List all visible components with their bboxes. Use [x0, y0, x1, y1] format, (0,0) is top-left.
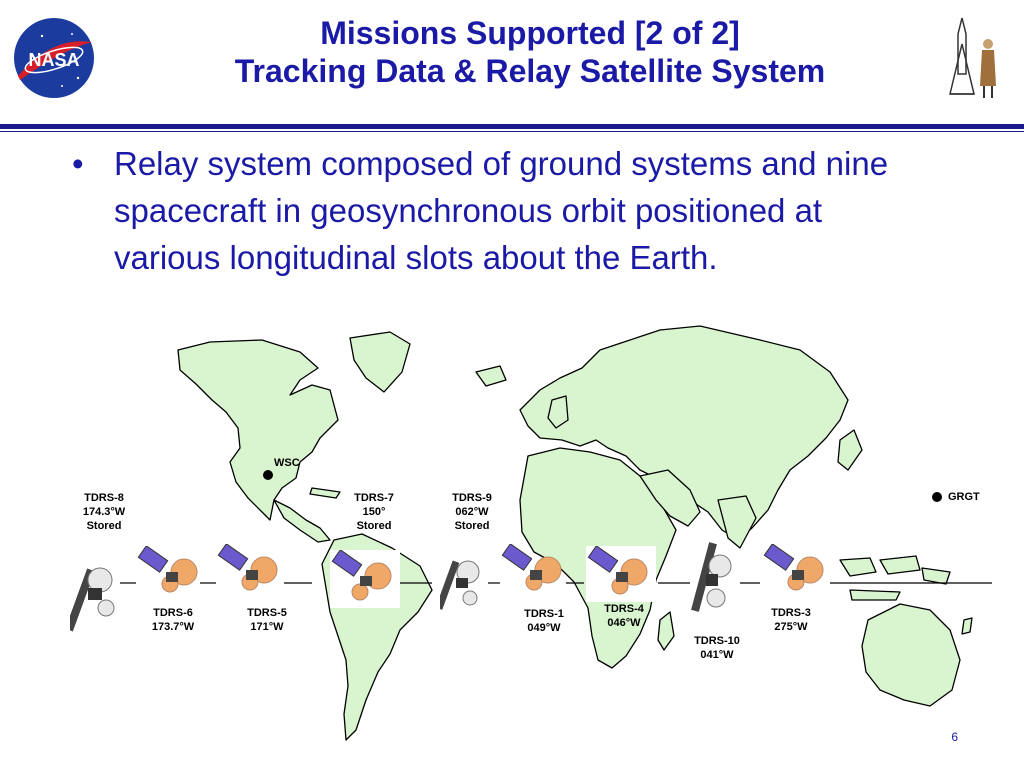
tdrs-7-label: TDRS-7 150° Stored [354, 492, 394, 532]
bullet-mark: • [72, 145, 84, 182]
title-line-2: Tracking Data & Relay Satellite System [234, 53, 826, 89]
tdrs-1-satellite-icon [501, 544, 562, 591]
page-number: 6 [951, 730, 958, 744]
australia [861, 603, 961, 707]
tdrs-3-label: TDRS-3 275°W [771, 607, 811, 633]
tdrs-10-satellite-icon [691, 542, 732, 612]
tdrs-5-satellite-icon [217, 544, 278, 591]
tdrs-6-satellite-icon [137, 546, 198, 593]
tdrs-4-label: TDRS-4 046°W [604, 603, 644, 629]
tdrs-9-satellite-icon [440, 560, 480, 610]
tdrs-5-label: TDRS-5 171°W [247, 607, 287, 633]
greenland [349, 331, 411, 393]
bullet-text: Relay system composed of ground systems … [114, 145, 889, 276]
wsc-marker [263, 470, 273, 480]
svg-text:NASA: NASA [28, 50, 79, 70]
grgt-marker [932, 492, 942, 502]
tdrs-8-label: TDRS-8 174.3°W Stored [82, 492, 126, 532]
bullet-item: • Relay system composed of ground system… [72, 140, 932, 281]
eurasia [519, 325, 849, 541]
tdrs-7-satellite-icon [330, 550, 400, 608]
central-america [273, 499, 331, 543]
arabia [639, 469, 701, 527]
wsc-label: WSC [274, 457, 300, 469]
rocket-figure-icon [949, 17, 996, 98]
tdrs-8-satellite-icon [70, 567, 115, 632]
tdrs-1-label: TDRS-1 049°W [524, 608, 564, 634]
title-divider-thin [0, 131, 1024, 132]
tdrs-3-satellite-icon [763, 544, 824, 591]
north-america [177, 339, 339, 521]
tdrs-4-satellite-icon [586, 546, 656, 602]
title-divider [0, 124, 1024, 129]
grgt-label: GRGT [948, 491, 980, 503]
slide-title: Missions Supported [2 of 2] Tracking Dat… [130, 14, 930, 90]
tdrs-10-label: TDRS-10 041°W [694, 635, 740, 661]
title-line-1: Missions Supported [2 of 2] [320, 15, 740, 51]
tdrs-6-label: TDRS-6 173.7°W [151, 607, 195, 633]
india [717, 495, 757, 549]
nasa-logo: NASA [14, 18, 94, 98]
tdrs-9-label: TDRS-9 062°W Stored [452, 492, 492, 532]
